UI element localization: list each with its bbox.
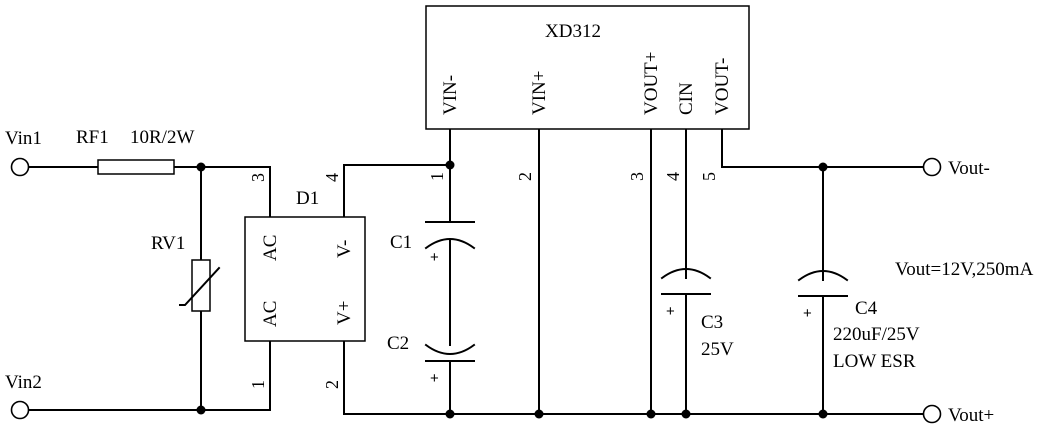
junction-dot [445,160,455,170]
xd312-pin-cin: CIN [676,82,697,115]
xd312-pin-vout-plus: VOUT+ [641,52,662,116]
xd312-pin-num-2: 2 [515,172,535,181]
xd312-title: XD312 [545,21,601,42]
rf1-ref: RF1 [76,127,109,148]
d1-pin-ac-bottom: AC [260,301,281,327]
junction-dot [196,162,206,172]
d1-pin-num-1: 1 [248,380,268,389]
xd312-pin-vin-plus: VIN+ [529,71,550,116]
junction-dot [818,162,828,172]
c4-capacitor [797,270,849,297]
c4-plus: + [803,305,812,322]
xd312-pin-vin-minus: VIN- [440,75,461,115]
c1-ref: C1 [390,232,412,253]
c2-plus: + [430,370,439,387]
c2-capacitor [424,343,476,362]
junction-dot [196,405,206,415]
junction-dot [818,409,828,419]
d1-pin-num-3: 3 [248,173,268,182]
xd312-pin-num-5: 5 [699,172,719,181]
rv1-varistor-slash [179,266,221,306]
vin1-label: Vin1 [5,128,42,149]
c4-value: 220uF/25V [833,324,920,345]
d1-bridge [244,216,366,342]
rv1-ref: RV1 [151,233,185,254]
c1-capacitor [424,221,476,250]
c2-ref: C2 [387,333,409,354]
c3-capacitor [660,268,712,295]
d1-pin-num-2: 2 [322,380,342,389]
c3-ref: C3 [701,312,723,333]
c4-ref: C4 [855,298,878,319]
rf1-resistor [97,159,175,175]
vin2-label: Vin2 [5,372,42,393]
junction-dots [196,160,828,419]
c3-plus: + [666,303,675,320]
d1-ref: D1 [296,188,319,209]
vout-minus-terminal [922,157,942,177]
output-spec-label: Vout=12V,250mA [895,259,1034,280]
c3-value: 25V [701,339,734,360]
xd312-chip [425,5,750,130]
xd312-pin-num-1: 1 [427,172,447,181]
xd312-pin-num-4: 4 [663,172,683,181]
vout-plus-label: Vout+ [948,405,994,426]
junction-dot [646,409,656,419]
d1-pin-ac-top: AC [260,235,281,261]
junction-dot [534,409,544,419]
vin2-terminal [10,400,30,420]
vout-plus-terminal [922,404,942,424]
junction-dot [681,409,691,419]
d1-pin-vminus: V- [334,240,355,258]
vout-minus-label: Vout- [948,158,990,179]
rf1-value: 10R/2W [130,127,194,148]
c4-note: LOW ESR [833,351,916,372]
xd312-pin-vout-minus: VOUT- [712,58,733,115]
c1-plus: + [430,249,439,266]
xd312-pin-num-3: 3 [627,172,647,181]
d1-pin-num-4: 4 [322,173,342,182]
vin1-terminal [10,157,30,177]
d1-pin-vplus: V+ [334,301,355,325]
junction-dot [445,409,455,419]
rv1-varistor [191,259,211,312]
